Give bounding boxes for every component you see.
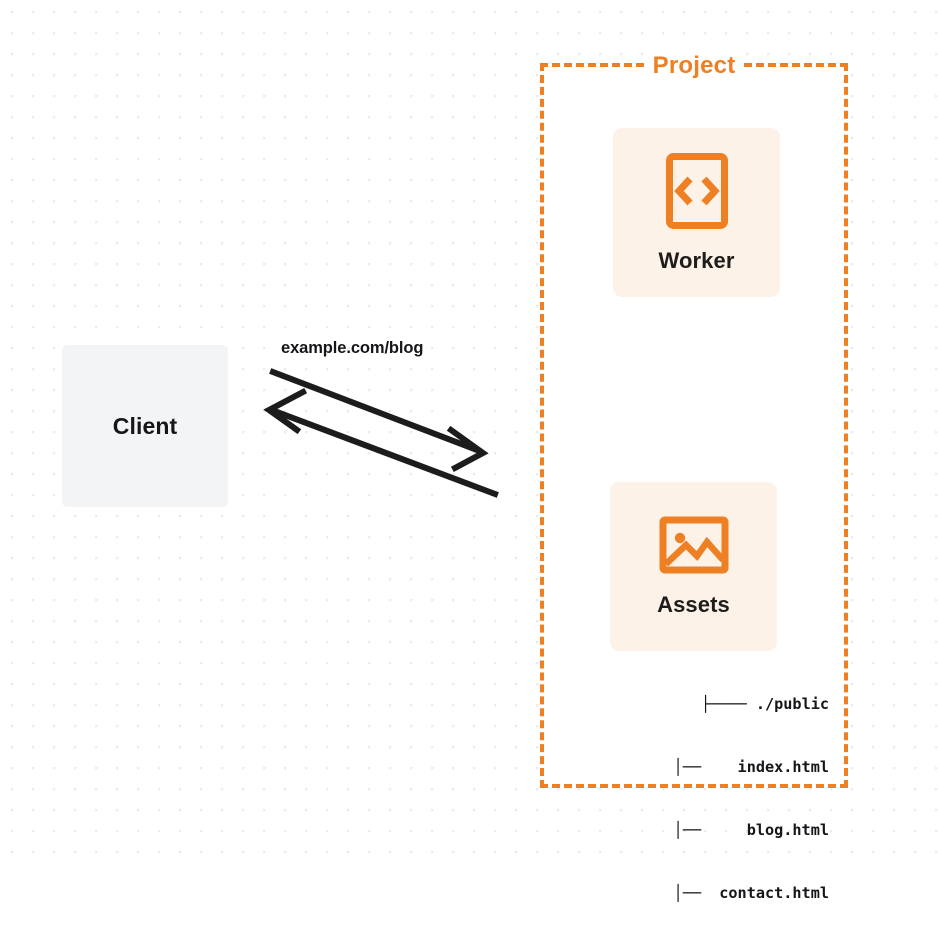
code-brackets-icon — [665, 152, 729, 235]
project-container: Project Worker Assets — [540, 52, 848, 902]
image-picture-icon — [659, 516, 729, 579]
connection-arrows — [263, 368, 499, 498]
diagram-canvas: Client example.com/blog Project — [0, 0, 938, 902]
connection-label: example.com/blog — [281, 339, 424, 357]
assets-label: Assets — [657, 591, 730, 617]
client-label: Client — [112, 412, 178, 439]
file-tree-row: ├──── ./public — [700, 695, 829, 713]
request-arrow-icon — [269, 368, 489, 473]
file-tree-row: │── index.html — [673, 758, 829, 776]
worker-card[interactable]: Worker — [613, 128, 780, 297]
response-arrow-icon — [263, 387, 499, 498]
worker-label: Worker — [658, 247, 735, 273]
client-node[interactable]: Client — [62, 345, 228, 507]
file-tree-row: │── contact.html — [673, 884, 829, 902]
file-tree-row: │── blog.html — [673, 821, 829, 839]
project-title: Project — [645, 52, 743, 80]
assets-file-tree: ├──── ./public │── index.html │── blog.h… — [584, 652, 829, 946]
assets-card[interactable]: Assets — [610, 482, 777, 651]
